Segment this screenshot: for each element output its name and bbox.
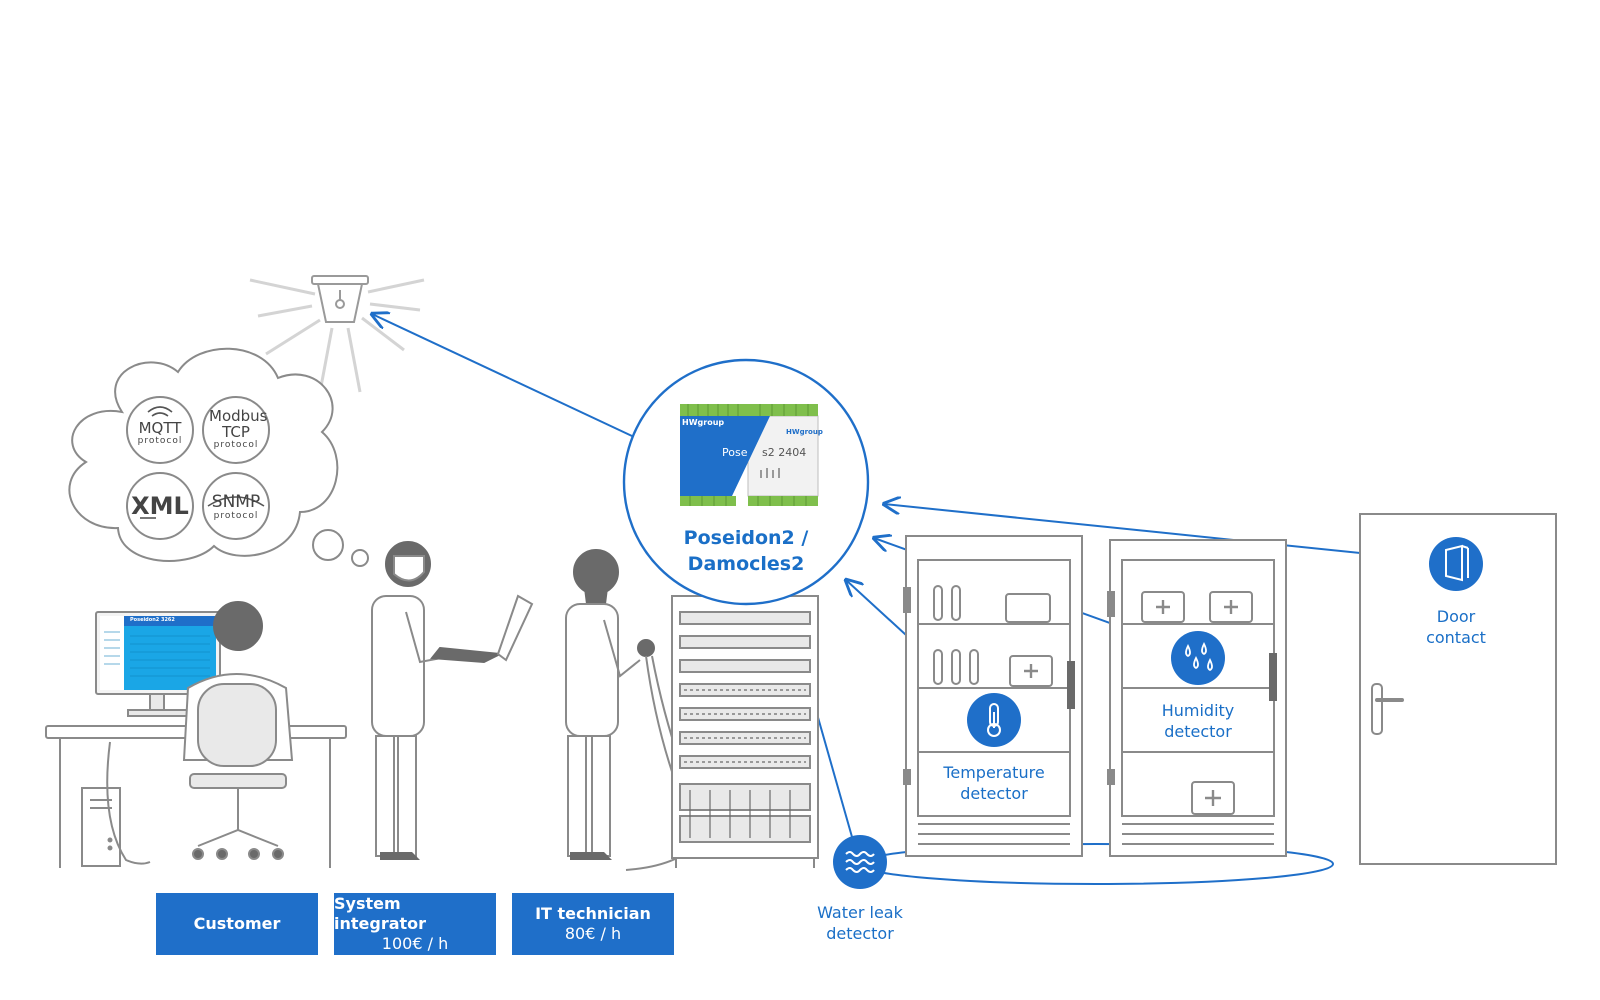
device-circle [622,358,870,606]
mqtt-badge [126,396,194,464]
protocol-badges [126,396,270,540]
device-panel-right: s2 2404 [762,446,807,459]
role-it-technician-rate: 80€ / h [564,924,622,943]
water-leak-label: Water leak detector [790,902,930,944]
temperature-label: Temperature detector [914,762,1074,804]
snmp-label: SNMP protocol [203,493,269,522]
role-system-integrator-name: System integrator [334,894,427,933]
siren-light [249,275,425,393]
monitor-title: Poseidon2 3262 [130,617,175,623]
thermometer-icon [967,693,1021,747]
snmp-name: SNMP [211,492,261,512]
door-label-line2: contact [1426,628,1486,647]
device-panel-left: Pose [722,446,748,459]
waves-icon [833,835,887,889]
door-label: Door contact [1396,606,1516,648]
device-title-line1: Poseidon2 / [683,527,809,549]
device-title-line2: Damocles2 [687,553,805,575]
xml-name: XML [131,492,189,520]
desk-scene [45,601,347,868]
role-it-technician-name: IT technician [535,904,651,923]
mqtt-name: MQTT [138,419,182,437]
mqtt-label: MQTT protocol [127,420,193,447]
door-icon [1429,537,1483,591]
device-title: Poseidon2 / Damocles2 [656,525,836,577]
humidity-label: Humidity detector [1118,700,1278,742]
water-leak-label-line1: Water leak [817,903,903,922]
role-it-technician: IT technician 80€ / h [512,893,674,955]
modbus-badge [202,396,270,464]
system-integrator-figure [371,541,534,860]
temperature-label-line1: Temperature [943,763,1045,782]
thought-cloud [68,347,369,567]
snmp-sub: protocol [213,511,259,521]
role-customer: Customer [156,893,318,955]
xml-label: XML [127,493,193,519]
mqtt-sub: protocol [137,436,183,446]
role-customer-name: Customer [193,914,281,933]
role-system-integrator-rate: 100€ / h [381,934,449,953]
modbus-name: Modbus TCP [209,407,268,441]
humidity-label-line2: detector [1164,722,1232,741]
device-brand-blue: HWgroup [682,418,725,427]
role-system-integrator: System integrator 100€ / h [334,893,496,955]
water-leak-label-line2: detector [826,924,894,943]
cabinet-right [1107,539,1287,857]
xml-badge [126,472,194,540]
server-rack [671,595,819,868]
temperature-label-line2: detector [960,784,1028,803]
it-technician-figure [565,549,713,871]
humidity-label-line1: Humidity [1161,701,1235,720]
droplets-icon [1171,631,1225,685]
snmp-badge [202,472,270,540]
modbus-sub: protocol [213,440,259,450]
modbus-label: Modbus TCP protocol [196,408,276,451]
door-label-line1: Door [1436,607,1476,626]
device-brand-white: HWgroup [786,428,823,436]
